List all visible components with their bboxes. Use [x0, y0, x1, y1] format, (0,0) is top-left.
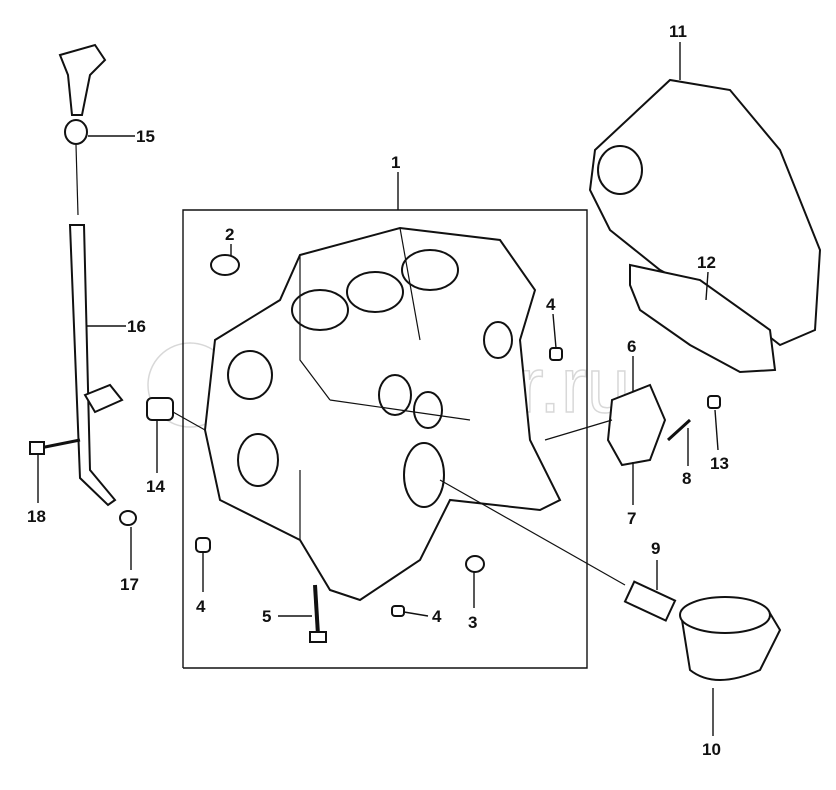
part-18-bolt — [29, 438, 81, 455]
part-6-cover — [606, 383, 667, 467]
part-2-plug — [210, 254, 240, 276]
callout-2: 2 — [225, 225, 234, 244]
leader-lines — [37, 42, 719, 736]
part-8-bolt — [666, 418, 692, 442]
callout-4b: 4 — [196, 597, 206, 616]
callout-5: 5 — [262, 607, 271, 626]
part-16-bracket — [83, 383, 124, 414]
callout-8: 8 — [682, 469, 691, 488]
part-13-bolt — [707, 395, 721, 409]
callout-13: 13 — [710, 454, 729, 473]
part-4-nut-a — [549, 347, 563, 361]
part-16-dipstick-tube — [68, 224, 117, 507]
callout-7: 7 — [627, 509, 636, 528]
part-3-plug — [465, 555, 485, 573]
callout-15: 15 — [136, 127, 155, 146]
callout-10: 10 — [702, 740, 721, 759]
callout-17: 17 — [120, 575, 139, 594]
callout-6: 6 — [627, 337, 636, 356]
part-17-o-ring — [119, 510, 137, 526]
callout-11: 11 — [669, 22, 687, 41]
part-14-oil-pressure-switch — [146, 397, 206, 431]
callout-3: 3 — [468, 613, 477, 632]
part-5-bolt — [309, 584, 327, 643]
callout-9: 9 — [651, 539, 660, 558]
callout-16: 16 — [127, 317, 146, 336]
callout-1: 1 — [391, 153, 400, 172]
part-10-oil-filter — [679, 596, 782, 681]
callout-12: 12 — [697, 253, 716, 272]
part-4-nut-c — [391, 605, 405, 617]
part-11-gasket — [588, 78, 822, 347]
callout-4c: 4 — [432, 607, 442, 626]
part-4-nut-b — [195, 537, 211, 553]
callout-4a: 4 — [546, 295, 556, 314]
part-12-seal-plate — [629, 263, 777, 374]
callout-18: 18 — [27, 507, 46, 526]
callout-14: 14 — [146, 477, 165, 496]
part-15-dipstick — [58, 43, 107, 216]
cylinder-block — [203, 226, 562, 602]
assembly-frame — [182, 209, 588, 669]
part-9-nipple — [623, 580, 677, 622]
